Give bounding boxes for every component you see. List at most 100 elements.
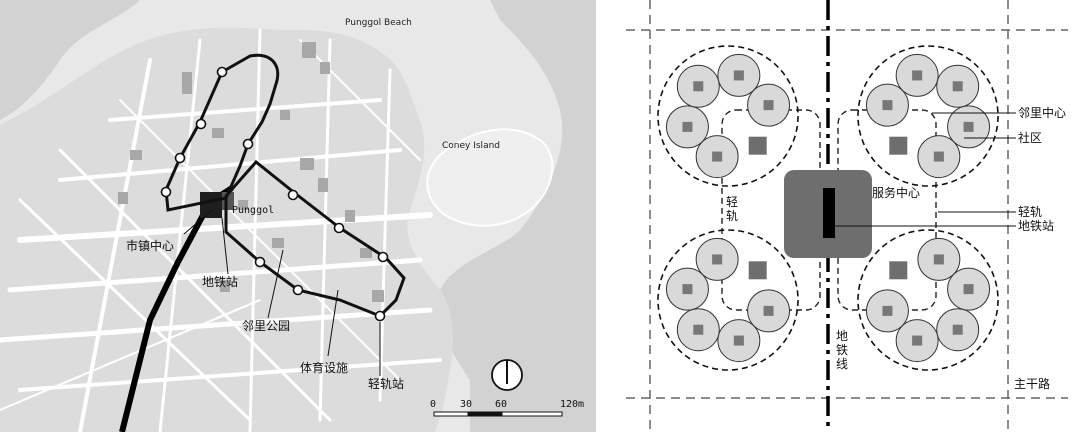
community-core	[733, 70, 744, 81]
community-core	[882, 100, 893, 111]
building	[130, 150, 142, 160]
community-core	[733, 335, 744, 346]
building	[300, 158, 314, 170]
lrt-station	[195, 118, 207, 130]
road	[108, 98, 382, 122]
community-core	[693, 81, 704, 92]
map-panel: Punggol Beach Coney Island Punggol 市镇中心 …	[0, 0, 596, 432]
lrt-station	[377, 251, 389, 263]
annotation-leaders	[183, 209, 381, 376]
lrt-station	[374, 310, 386, 322]
road-network	[0, 28, 442, 432]
label-punggol: Punggol	[232, 205, 274, 216]
label-metro-line-char: 线	[836, 357, 848, 371]
neighborhood-center	[748, 136, 767, 155]
road	[119, 99, 401, 381]
building	[220, 280, 230, 292]
building	[320, 62, 330, 74]
north-arrow	[491, 359, 523, 391]
community-core	[693, 324, 704, 335]
label-metro-station: 地铁站	[202, 275, 238, 289]
building	[372, 290, 384, 302]
community-clusters	[657, 45, 999, 371]
neighborhood-boundary	[657, 229, 799, 371]
scale-tick-label: 120m	[560, 399, 584, 410]
leader-sports	[327, 289, 339, 357]
road	[58, 148, 402, 182]
lrt-station	[292, 284, 304, 296]
label-town-center: 市镇中心	[126, 238, 174, 253]
neighborhood-center	[889, 136, 908, 155]
label-metro-line-char: 地	[836, 329, 848, 343]
community-core	[963, 284, 974, 295]
road	[248, 28, 262, 432]
community-core	[763, 305, 774, 316]
building	[212, 128, 224, 138]
road	[78, 58, 152, 432]
label-coney-island: Coney Island	[442, 141, 500, 151]
label-lrt-station: 轻轨站	[368, 377, 404, 391]
scale-tick-label: 30	[460, 399, 472, 410]
lrt-station	[160, 186, 172, 198]
neighborhood-center	[748, 261, 767, 280]
building	[345, 210, 355, 222]
road	[58, 148, 332, 422]
community-core	[763, 100, 774, 111]
metro-station	[823, 188, 835, 238]
building-footprints	[118, 42, 384, 302]
road	[7, 257, 423, 293]
community-core	[933, 151, 944, 162]
road	[299, 39, 421, 161]
building	[360, 248, 372, 258]
label-sports-facilities: 体育设施	[300, 360, 348, 375]
neighborhood-boundary	[857, 229, 999, 371]
scale-tick-label: 60	[495, 399, 507, 410]
building	[318, 178, 328, 192]
label-metro-line-char: 铁	[836, 343, 848, 357]
lrt-station	[254, 256, 266, 268]
building	[182, 72, 192, 94]
community-core	[682, 121, 693, 132]
building	[238, 200, 248, 210]
community-core	[963, 121, 974, 132]
road	[0, 299, 261, 411]
label-service-center: 服务中心	[872, 185, 920, 200]
legend-community: 社区	[1018, 130, 1042, 145]
legend-neighborhood-center: 邻里中心	[1018, 105, 1066, 120]
trunk-roads	[626, 0, 1068, 432]
community-core	[912, 335, 923, 346]
road	[18, 198, 252, 422]
community-core	[952, 81, 963, 92]
site-map: Punggol Beach Coney Island Punggol 市镇中心 …	[0, 0, 596, 432]
scale-tick-label: 0	[430, 399, 436, 410]
label-neighborhood-park: 邻里公园	[242, 319, 290, 333]
leader-town-center	[183, 209, 213, 235]
community-core	[682, 284, 693, 295]
road	[158, 38, 202, 432]
scale-bar-white-segment	[501, 411, 563, 417]
label-lrt-char: 轨	[726, 209, 738, 223]
legend-lrt: 轻轨	[1018, 205, 1042, 219]
leader-metro-station	[221, 217, 229, 275]
scale-bar-white-segment	[433, 411, 469, 417]
lrt-station	[242, 138, 254, 150]
coney-island-land	[426, 128, 554, 227]
diagram-panel: 邻里中心 社区 轻轨 地铁站 主干路 服务中心 轻 轨 地 铁 线	[612, 0, 1080, 432]
road	[318, 38, 332, 422]
building	[118, 192, 128, 204]
community-core	[712, 254, 723, 265]
lrt-station	[287, 189, 299, 201]
community-core	[952, 324, 963, 335]
road	[0, 307, 433, 343]
community-core	[882, 305, 893, 316]
community-core	[912, 70, 923, 81]
label-lrt-char: 轻	[726, 195, 738, 209]
leader-neighborhood-park	[267, 249, 284, 319]
lrt-station	[333, 222, 345, 234]
legend-metro-station: 地铁站	[1018, 219, 1054, 233]
neighborhood-center	[889, 261, 908, 280]
scale-bar: 0 30 60 120m	[430, 399, 584, 417]
lrt-loop-west	[164, 53, 280, 212]
road	[378, 68, 392, 402]
building	[280, 110, 290, 120]
